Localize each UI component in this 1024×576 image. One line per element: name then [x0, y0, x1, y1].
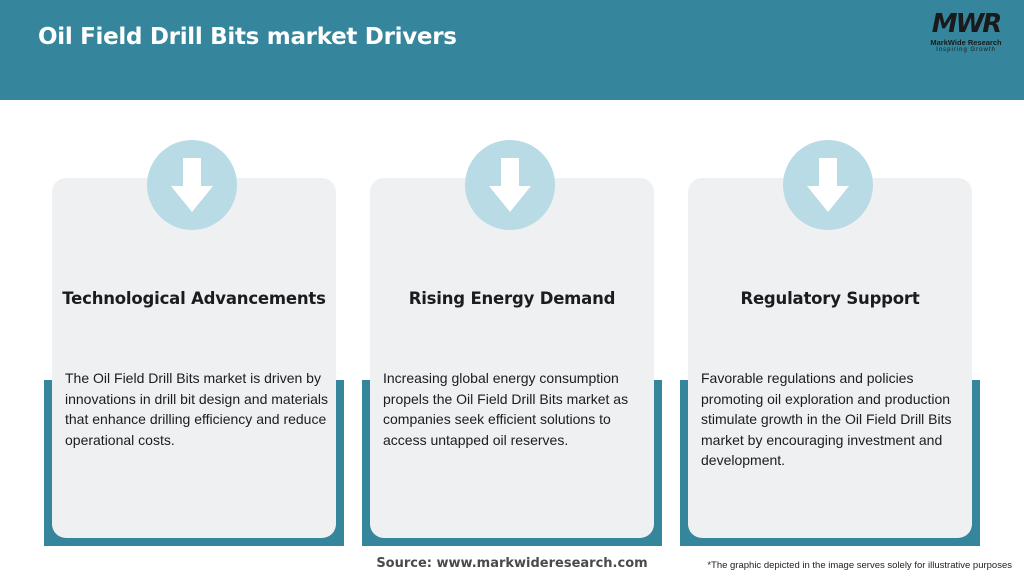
down-arrow-icon: [465, 140, 555, 230]
logo-tagline: Inspiring Growth: [936, 47, 996, 53]
company-logo: MWR MarkWide Research Inspiring Growth: [920, 10, 1012, 60]
driver-card: Technological Advancements The Oil Field…: [44, 140, 352, 550]
card-panel: Regulatory Support Favorable regulations…: [688, 178, 972, 538]
card-panel: Technological Advancements The Oil Field…: [52, 178, 336, 538]
driver-card: Rising Energy Demand Increasing global e…: [362, 140, 670, 550]
down-arrow-icon: [147, 140, 237, 230]
card-body: Increasing global energy consumption pro…: [383, 370, 629, 448]
driver-card: Regulatory Support Favorable regulations…: [680, 140, 988, 550]
disclaimer-note: *The graphic depicted in the image serve…: [707, 560, 1012, 571]
card-title: Technological Advancements: [62, 289, 326, 308]
card-title: Rising Energy Demand: [408, 289, 616, 308]
card-title: Regulatory Support: [740, 289, 920, 308]
page-title: Oil Field Drill Bits market Drivers: [38, 24, 457, 50]
header-banner: Oil Field Drill Bits market Drivers MWR …: [0, 0, 1024, 100]
logo-name: MarkWide Research: [930, 38, 1002, 47]
logo-mark: MWR: [931, 9, 1003, 39]
down-arrow-icon: [783, 140, 873, 230]
card-body: The Oil Field Drill Bits market is drive…: [65, 370, 329, 448]
card-body: Favorable regulations and policies promo…: [701, 370, 952, 468]
source-caption: Source: www.markwideresearch.com: [376, 556, 648, 571]
card-panel: Rising Energy Demand Increasing global e…: [370, 178, 654, 538]
